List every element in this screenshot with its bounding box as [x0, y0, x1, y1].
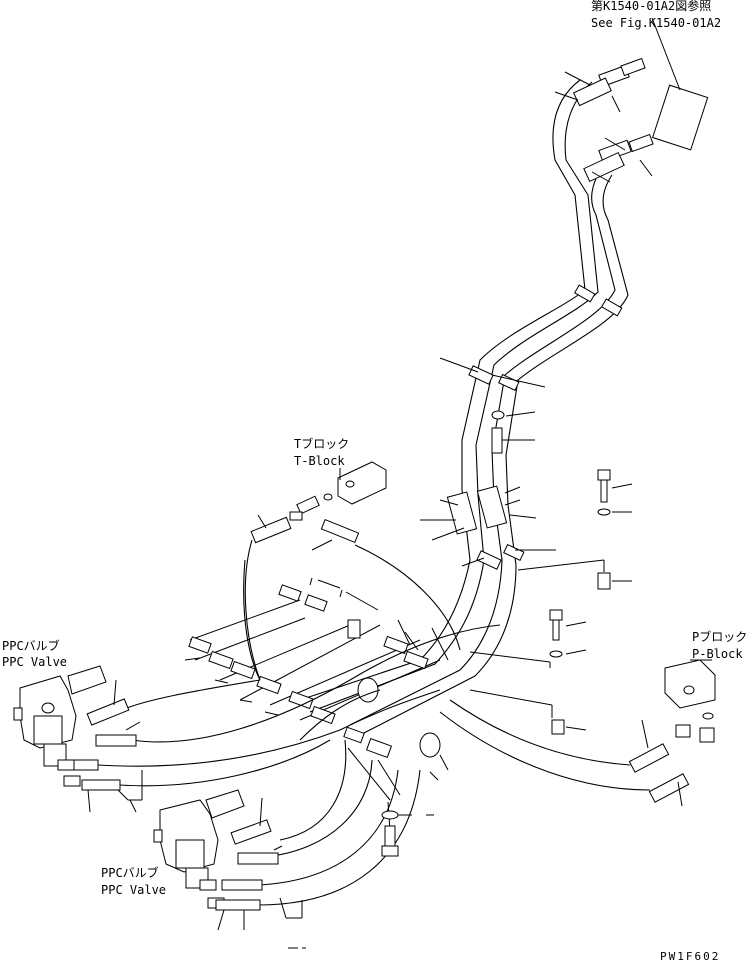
right-bolts — [469, 469, 633, 735]
ppc-valve-left-label-jp: PPCバルブ — [2, 639, 60, 653]
bottom-bolt — [381, 810, 434, 857]
ppc-valve-bottom-label-en: PPC Valve — [101, 883, 167, 897]
bundle-clamps — [420, 284, 623, 572]
figure-code: PW1F602 — [660, 950, 721, 963]
leader-lines — [339, 468, 712, 661]
left-ppc-hoses — [97, 559, 501, 906]
ppc-valve-bottom-label-jp: PPCバルブ — [101, 866, 159, 880]
top-right-fittings — [554, 17, 709, 183]
reference-label-en: See Fig.K1540-01A2 — [591, 16, 722, 30]
p-block-label-en: P-Block — [692, 647, 743, 661]
reference-label-jp: 第K1540-01A2図参照 — [591, 0, 712, 13]
mid-hose-clamps — [184, 577, 449, 831]
ppc-valve-left-label-en: PPC Valve — [2, 655, 68, 669]
bottom-ppc-valve — [153, 789, 306, 949]
p-block-label-jp: Pブロック — [692, 630, 748, 644]
left-ppc-valve — [13, 665, 143, 813]
t-block-assembly — [244, 461, 461, 681]
main-hose-bundle — [299, 79, 629, 736]
t-block-label-en: T-Block — [294, 454, 345, 468]
p-block-assembly — [439, 659, 716, 807]
t-block-label-jp: Tブロック — [294, 437, 350, 451]
